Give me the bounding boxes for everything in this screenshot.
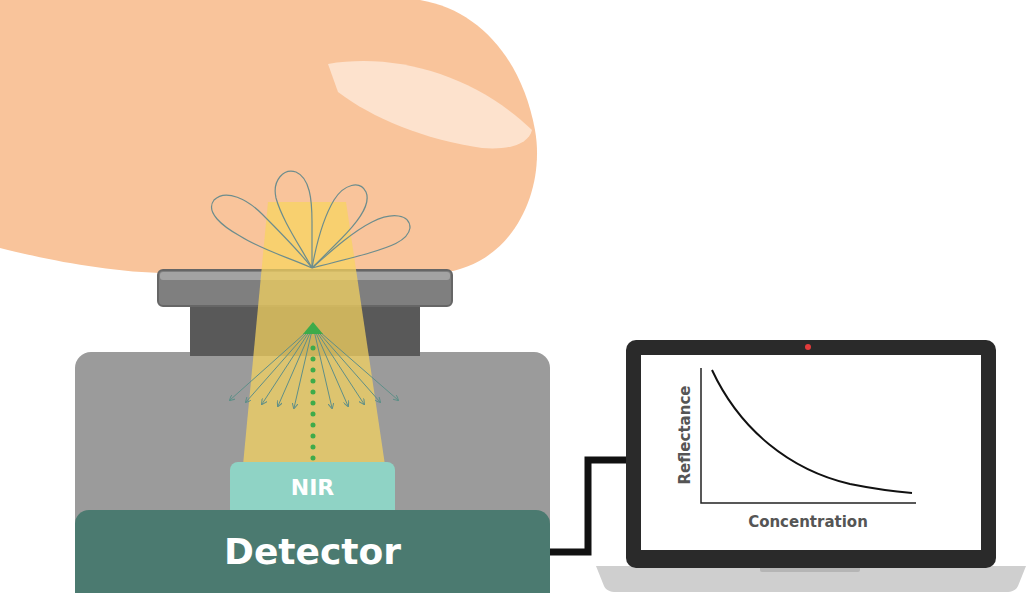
laptop-screen bbox=[641, 355, 981, 550]
y-axis-label: Reflectance bbox=[676, 386, 694, 485]
node-label: NIR bbox=[291, 475, 335, 500]
incident-ray bbox=[311, 338, 316, 458]
scatter-arrows bbox=[230, 326, 398, 408]
fingernail bbox=[328, 61, 532, 148]
laptop-screen-frame bbox=[626, 340, 996, 568]
detector-box: Detector bbox=[75, 510, 550, 593]
incident-arrowhead bbox=[303, 322, 323, 334]
chart-axes bbox=[701, 368, 916, 503]
node-label: Detector bbox=[224, 531, 401, 572]
scatter-loops bbox=[212, 171, 410, 268]
decay-curve bbox=[712, 370, 912, 493]
x-axis-label: Concentration bbox=[748, 513, 868, 531]
source-box: NIR bbox=[230, 462, 395, 512]
cable bbox=[548, 460, 628, 552]
laptop-base bbox=[596, 566, 1026, 592]
webcam bbox=[805, 344, 811, 350]
light-beam bbox=[243, 202, 385, 465]
